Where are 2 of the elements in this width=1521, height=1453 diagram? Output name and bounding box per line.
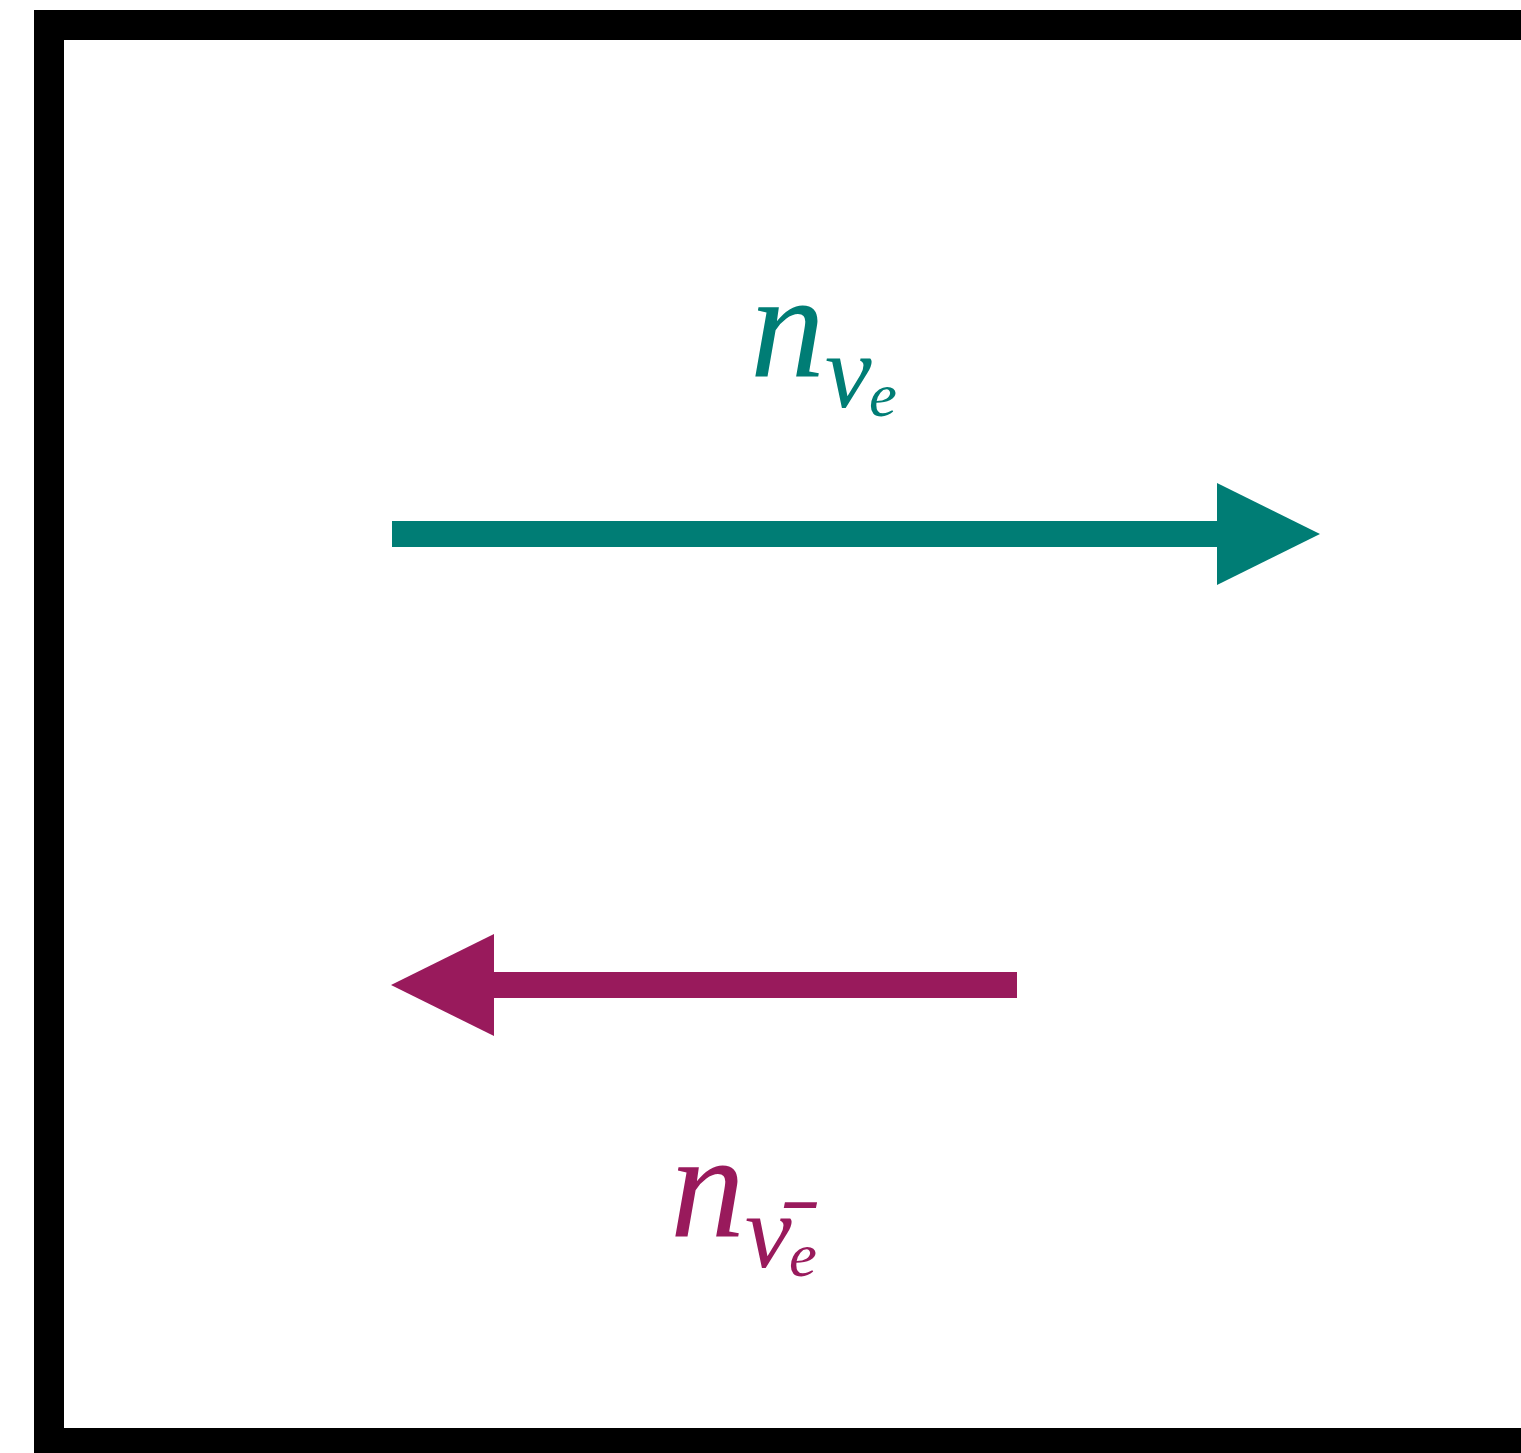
quantity-label: n$_{ν̄ₑ}$ xyxy=(670,1110,820,1284)
quantity-label: n$_{νₑ}$ xyxy=(750,250,900,424)
